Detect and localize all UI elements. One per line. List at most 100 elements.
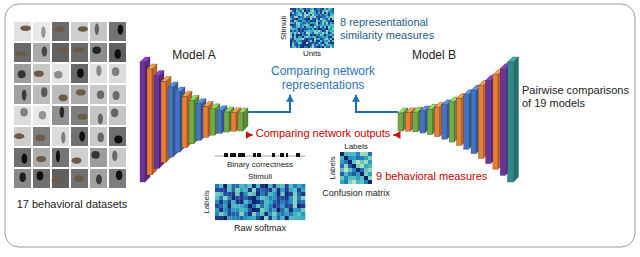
image-thumbnail xyxy=(109,43,126,62)
image-thumbnail xyxy=(71,148,88,167)
image-thumbnail xyxy=(90,169,107,188)
network-layers xyxy=(398,57,519,182)
annotation-label: Units xyxy=(303,49,321,58)
image-content xyxy=(77,69,84,78)
image-thumbnail xyxy=(14,148,31,167)
image-thumbnail xyxy=(52,127,69,146)
image-thumbnail xyxy=(33,43,50,62)
image-thumbnail xyxy=(33,64,50,83)
image-content xyxy=(18,70,26,78)
layer-block xyxy=(238,108,248,131)
node-label: Comparing network outputs xyxy=(255,127,392,140)
image-content xyxy=(20,108,28,116)
image-thumbnail xyxy=(109,22,126,41)
model-stack: Model B xyxy=(398,48,518,182)
annotation-label: Stimuli xyxy=(279,16,288,40)
annotation-label: Pairwise comparisons of 19 models xyxy=(522,84,632,109)
image-content xyxy=(20,26,31,31)
image-thumbnail xyxy=(109,85,126,104)
image-thumbnail xyxy=(52,148,69,167)
image-content xyxy=(56,150,60,162)
image-grid xyxy=(14,22,126,188)
image-thumbnail xyxy=(14,85,31,104)
image-thumbnail xyxy=(33,85,50,104)
image-content xyxy=(42,46,48,56)
image-thumbnail xyxy=(109,127,126,146)
image-thumbnail xyxy=(14,43,31,62)
image-content xyxy=(36,135,46,141)
image-content xyxy=(36,156,46,162)
image-thumbnail xyxy=(90,85,107,104)
image-content xyxy=(97,90,104,99)
image-thumbnail xyxy=(71,22,88,41)
image-content xyxy=(112,150,117,161)
image-content xyxy=(41,87,47,97)
annotation-label: 9 behavioral measures xyxy=(376,170,487,183)
image-thumbnail xyxy=(14,64,31,83)
connector-arrow xyxy=(248,134,253,136)
image-content xyxy=(15,51,26,56)
image-content xyxy=(34,71,44,77)
image-content xyxy=(54,27,64,33)
image-content xyxy=(98,113,103,124)
image-thumbnail xyxy=(90,64,107,83)
connector-arrow xyxy=(394,134,399,136)
image-content xyxy=(78,114,88,120)
image-thumbnail xyxy=(52,106,69,125)
node-label: Comparing network representations xyxy=(248,64,398,93)
image-content xyxy=(112,67,119,76)
binary-bars xyxy=(215,153,305,157)
image-content xyxy=(41,26,45,38)
annotation-label: 8 representational similarity measures xyxy=(340,16,455,41)
image-thumbnail xyxy=(71,169,88,188)
layer-block xyxy=(508,57,519,182)
image-content xyxy=(91,151,99,159)
image-thumbnail xyxy=(71,85,88,104)
image-thumbnail xyxy=(33,148,50,167)
image-content xyxy=(78,26,88,32)
image-content xyxy=(59,94,68,101)
image-thumbnail xyxy=(33,127,50,146)
image-thumbnail xyxy=(109,148,126,167)
image-content xyxy=(19,173,26,182)
image-content xyxy=(98,133,104,143)
image-thumbnail xyxy=(52,85,69,104)
image-thumbnail xyxy=(14,169,31,188)
image-thumbnail xyxy=(52,169,69,188)
image-content xyxy=(118,25,124,35)
connector-arrow xyxy=(356,95,398,112)
softmax-heatmap xyxy=(215,184,305,220)
image-thumbnail xyxy=(109,64,126,83)
image-content xyxy=(39,111,47,119)
image-content xyxy=(14,133,24,139)
image-content xyxy=(60,107,65,118)
annotation-label: Labels xyxy=(202,190,211,214)
image-content xyxy=(72,157,82,163)
connector-arrow xyxy=(248,95,290,112)
image-thumbnail xyxy=(33,169,50,188)
image-content xyxy=(96,65,101,76)
image-content xyxy=(61,132,65,144)
image-content xyxy=(92,47,101,54)
image-thumbnail xyxy=(14,106,31,125)
image-thumbnail xyxy=(52,22,69,41)
confusion-matrix xyxy=(340,152,372,184)
image-thumbnail xyxy=(90,106,107,125)
annotation-label: Labels xyxy=(328,156,337,180)
image-thumbnail xyxy=(52,64,69,83)
image-content xyxy=(96,174,102,184)
image-content xyxy=(113,91,120,100)
image-thumbnail xyxy=(90,127,107,146)
annotation-label: Confusion matrix xyxy=(322,188,390,198)
node-label: Model A xyxy=(140,48,248,62)
image-thumbnail xyxy=(71,106,88,125)
comparison-heading: Comparing network representations xyxy=(248,64,398,93)
image-content xyxy=(114,136,122,144)
node-label: Model B xyxy=(412,48,518,62)
annotation-label: Binary correctness xyxy=(227,160,293,169)
image-thumbnail xyxy=(14,127,31,146)
annotation-label: Raw softmax xyxy=(234,223,286,233)
image-content xyxy=(79,131,85,141)
comparison-heading: Comparing network outputs xyxy=(255,127,392,140)
image-content xyxy=(74,175,83,182)
